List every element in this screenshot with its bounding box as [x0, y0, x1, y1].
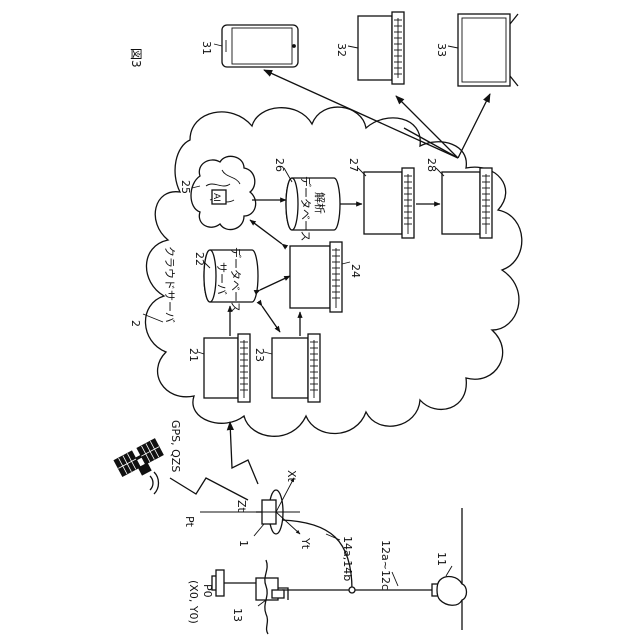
smartphone-ref: 31 — [200, 41, 213, 55]
server-24-icon — [290, 242, 342, 312]
ai-label: AI — [211, 193, 221, 202]
zt-label: Zt — [235, 500, 248, 513]
cloud-ref: 2 — [129, 320, 142, 327]
satellite-icon — [114, 439, 167, 484]
arrow-24-25 — [250, 220, 282, 244]
reference-point-icon — [212, 570, 256, 596]
node-24-ref: 24 — [349, 264, 362, 278]
laptop-ref: 32 — [335, 43, 348, 57]
node-25-ref: 25 — [179, 180, 192, 194]
buried-sensor-icon — [432, 577, 467, 606]
uplink-bolt — [230, 422, 258, 484]
analysis-label-line2: データベース — [299, 176, 313, 241]
cable-14-ref: 14a,14b — [341, 536, 354, 581]
cloud-server-label: クラウドサーバ — [163, 246, 176, 323]
node-26-ref: 26 — [273, 158, 286, 172]
ai-brain-icon — [191, 156, 256, 229]
p0-coords: (X0, Y0) — [187, 580, 200, 624]
node-23-ref: 23 — [253, 348, 266, 362]
figure-title: 図3 — [129, 48, 143, 68]
rod-12-ref: 12a~12c — [379, 540, 392, 590]
arrow-22-23 — [262, 306, 280, 332]
satellite-label: GPS, QZS — [169, 420, 182, 472]
node-27-ref: 27 — [347, 158, 360, 172]
logger-ref: 13 — [231, 608, 244, 622]
node-22-ref: 22 — [193, 252, 206, 266]
yt-label: Yt — [299, 537, 312, 550]
receiver-ref: 1 — [237, 540, 250, 547]
node-21-ref: 21 — [187, 348, 200, 362]
p0-label: P0 — [201, 584, 214, 598]
sensor-ref: 11 — [435, 552, 448, 566]
analysis-label-line1: 解析 — [313, 192, 327, 214]
pt-label: Pt — [183, 516, 196, 528]
smartphone-icon — [222, 25, 298, 67]
arrow-to-monitor — [458, 94, 490, 158]
arrow-to-laptop — [396, 96, 458, 158]
database-label-line1: データベース — [229, 247, 243, 312]
logger-box-icon — [256, 578, 288, 600]
laptop-icon — [358, 12, 404, 84]
arrow-22-24 — [260, 276, 290, 290]
server-28-icon — [442, 168, 492, 238]
arrow-to-smartphone — [264, 70, 458, 158]
monitor-icon — [458, 14, 518, 86]
server-21-icon — [204, 334, 250, 402]
server-27-icon — [364, 168, 414, 238]
database-label-line2: サーバ — [215, 262, 228, 295]
node-28-ref: 28 — [425, 158, 438, 172]
analysis-database-icon — [286, 178, 340, 230]
xt-label: Xt — [285, 470, 298, 483]
signal-bolt — [170, 478, 248, 500]
monitor-ref: 33 — [435, 43, 448, 57]
server-23-icon — [272, 334, 320, 402]
